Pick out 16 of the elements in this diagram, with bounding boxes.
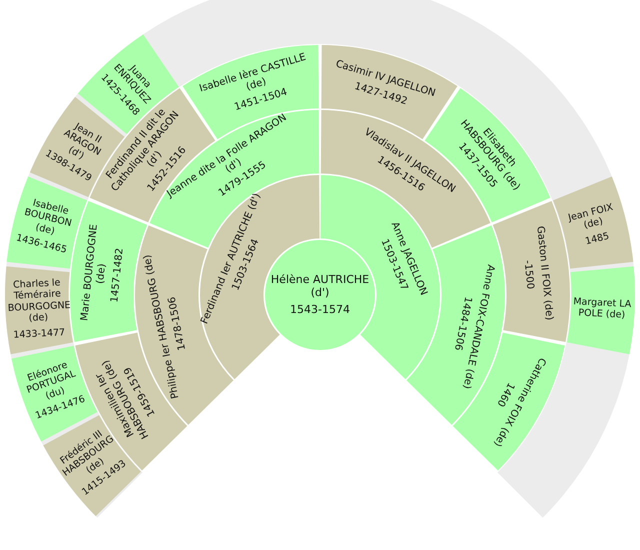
ancestor-segment [5,266,73,354]
life-dates: 1543-1574 [289,304,351,317]
person-name: Gaston II FOIX (de) [534,224,556,322]
person-name: Margaret LA POLE (de) [572,296,633,322]
person-name: Hélène AUTRICHE (d') [270,273,370,300]
life-dates: 1433-1477 [12,326,66,341]
person-circle [265,240,375,350]
life-dates: 1485 [583,230,612,250]
person-name: Marie BOURGOGNE (de) [78,222,109,324]
life-dates: 1457-1482 [108,246,126,305]
life-dates: 1460 [493,379,516,408]
life-dates: -1500 [521,258,537,292]
person-name: Charles le Téméraire BOURGOGNE (de) [6,276,69,326]
ancestor-segment [567,266,635,354]
ancestor-segment [553,176,634,269]
person-name: Jean FOIX (de) [566,201,616,232]
